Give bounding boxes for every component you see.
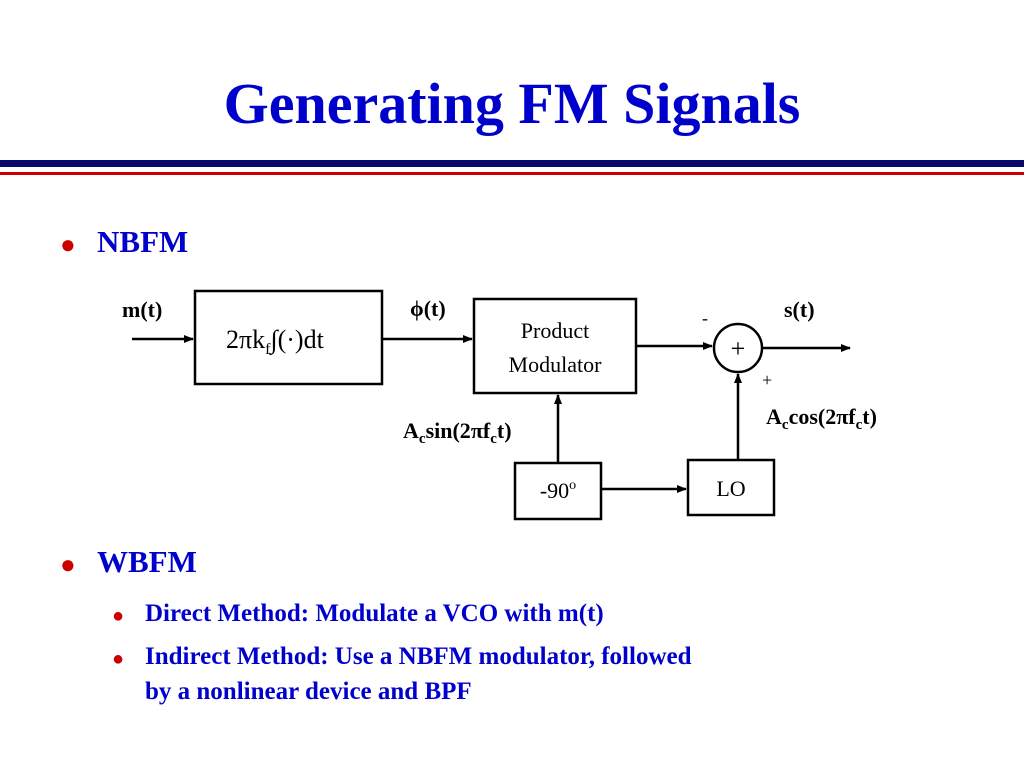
sub-bullet-dot-icon: ● — [112, 648, 125, 670]
phi-label: ϕ(t) — [410, 296, 446, 321]
bullet-wbfm: WBFM — [97, 544, 197, 579]
sub-bullet-direct-method: Direct Method: Modulate a VCO with m(t) — [145, 600, 604, 627]
sub-bullet-dot-icon: ● — [112, 605, 125, 627]
lo-label: LO — [716, 476, 745, 501]
product-modulator-line2: Modulator — [509, 352, 603, 377]
title-rule-red — [0, 172, 1024, 175]
title-rule-blue — [0, 160, 1024, 167]
phase-shifter-label: -90o — [540, 478, 576, 503]
output-label: s(t) — [784, 297, 815, 322]
bullet-nbfm: NBFM — [97, 224, 189, 259]
product-modulator-block — [472, 297, 638, 395]
summer-plus-symbol: + — [731, 334, 746, 363]
sub-bullet-indirect-method: Indirect Method: Use a NBFM modulator, f… — [145, 643, 692, 670]
integrator-block — [193, 289, 384, 386]
summer-minus-sign: - — [702, 308, 708, 328]
cos-carrier-label: Accos(2πfct) — [766, 404, 877, 433]
bullet-dot-icon: ● — [60, 550, 76, 579]
sin-carrier-label: Acsin(2πfct) — [403, 418, 512, 447]
sub-bullet-indirect-method-cont: by a nonlinear device and BPF — [145, 678, 472, 705]
page-title: Generating FM Signals — [223, 71, 801, 136]
product-modulator-line1: Product — [521, 318, 589, 343]
bullet-dot-icon: ● — [60, 230, 76, 259]
integrator-expression: 2πkf∫(·)dt — [226, 325, 325, 358]
lo-block — [686, 458, 776, 517]
input-label: m(t) — [122, 297, 162, 322]
summer-plus-sign: + — [762, 370, 772, 390]
